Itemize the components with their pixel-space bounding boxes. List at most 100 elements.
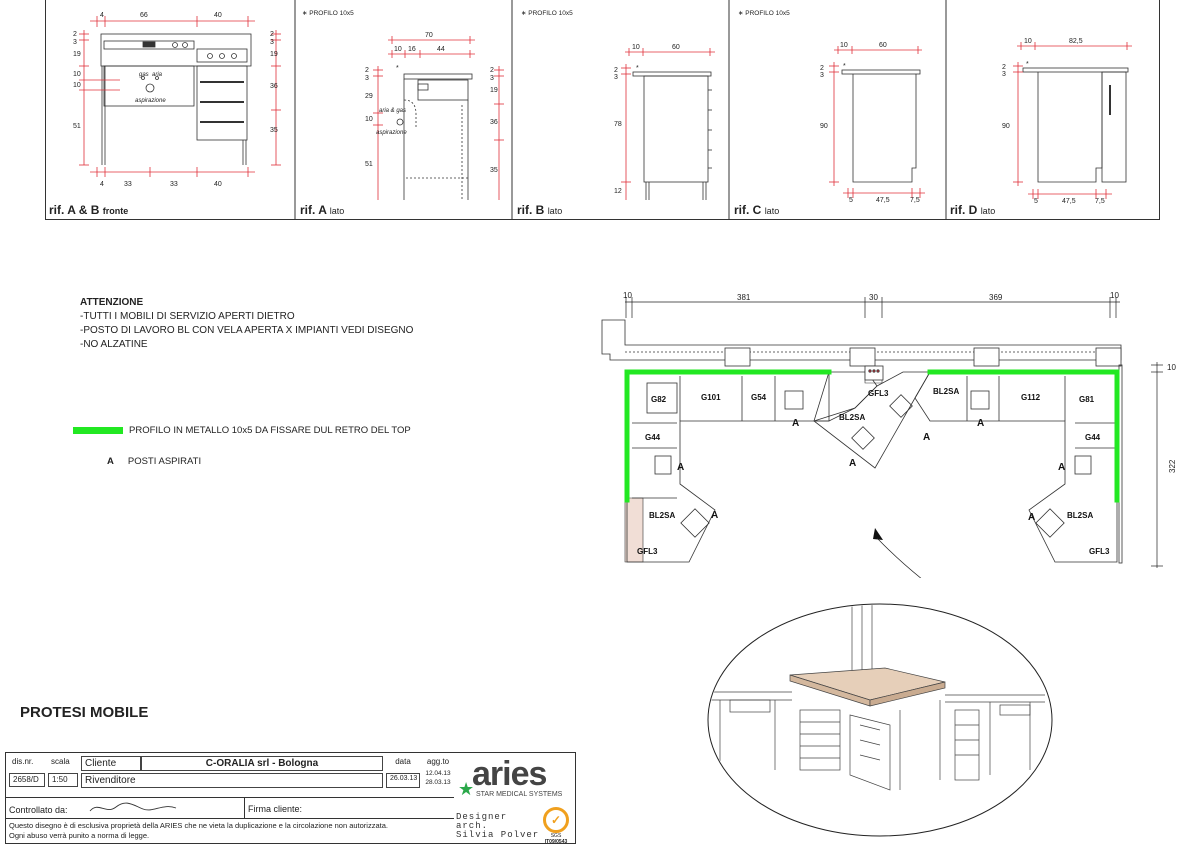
front-dim-right-1: 3 xyxy=(270,39,274,46)
front-dim-top-1: 66 xyxy=(140,12,148,19)
side-a-dim-1: 10 xyxy=(394,46,402,53)
front-dim-bottom-0: 4 xyxy=(100,181,104,188)
designer-credit: Designer arch. Silvia Polver xyxy=(456,813,539,840)
floor-plan: 10 381 30 369 10 10 322 xyxy=(601,291,1177,578)
panel-label-main: rif. A xyxy=(300,203,327,217)
side-d-bottom-2: 7,5 xyxy=(1095,198,1105,205)
controllato-label: Controllato da: xyxy=(9,805,68,815)
plan-a-marker: A xyxy=(1028,512,1035,523)
front-dim-top-0: 4 xyxy=(100,12,104,19)
cliente-label: Cliente xyxy=(81,756,141,771)
agg-value-2: 28.03.13 xyxy=(422,779,454,789)
side-b-dim-lines xyxy=(621,48,715,200)
panel-label-suffix: lato xyxy=(764,206,780,216)
panel-label-suffix: lato xyxy=(547,206,563,216)
plan-unit-g44-left: G44 xyxy=(645,433,661,442)
agg-value-1: 12.04.13 xyxy=(422,770,454,780)
notes-line: -NO ALZATINE xyxy=(80,339,148,350)
scala-label: scala xyxy=(48,756,78,770)
plan-dim-3: 369 xyxy=(989,293,1003,302)
panel-label-main: rif. A & B xyxy=(49,203,100,217)
panel-label-main: rif. D xyxy=(950,203,978,217)
side-a-aspirazione: aspirazione xyxy=(376,130,407,136)
panel-label-2: rif. B lato xyxy=(517,203,562,217)
side-b-left-1: 3 xyxy=(614,74,618,81)
front-dim-right-2: 19 xyxy=(270,51,278,58)
plan-unit-g101: G101 xyxy=(701,393,721,402)
side-c-dim-1: 60 xyxy=(879,42,887,49)
side-a-left-4: 51 xyxy=(365,161,373,168)
front-dim-left-3: 10 xyxy=(73,71,81,78)
side-b-left-3: 12 xyxy=(614,188,622,195)
side-c-bottom-1: 47,5 xyxy=(876,197,890,204)
legend-profilo-text: PROFILO IN METALLO 10x5 DA FISSARE DUL R… xyxy=(129,425,411,436)
legend-a-text: POSTI ASPIRATI xyxy=(127,456,202,467)
top-elevations-frame xyxy=(45,0,1160,220)
brand-subtitle: STAR MEDICAL SYSTEMS xyxy=(476,791,563,798)
side-d-dim-texts: 10 82,5 2 3 90 5 47,5 7,5 * xyxy=(1002,38,1105,205)
front-dim-top-2: 40 xyxy=(214,12,222,19)
side-a-left-1: 3 xyxy=(365,75,369,82)
plan-a-marker: A xyxy=(923,432,930,443)
panel-label-main: rif. B xyxy=(517,203,545,217)
designer-line-2: arch. xyxy=(456,821,489,831)
title-block: dis.nr. 2658/D scala 1:50 Cliente C-ORAL… xyxy=(5,752,576,845)
plan-a-marker: A xyxy=(849,458,856,469)
front-dim-left-5: 51 xyxy=(73,123,81,130)
notes-title: ATTENZIONE xyxy=(80,297,144,308)
front-aria-label: aria xyxy=(152,72,163,78)
signature-row: Controllato da: Firma cliente: xyxy=(6,797,454,819)
side-a-star: * xyxy=(396,65,399,72)
legend-aspirati: A POSTI ASPIRATI xyxy=(107,456,201,467)
side-a-elevation xyxy=(396,73,473,200)
panel-label-suffix: lato xyxy=(980,206,996,216)
side-a-right-3: 36 xyxy=(490,119,498,126)
cliente-value: C-ORALIA srl - Bologna xyxy=(141,756,383,771)
star-icon: ★ xyxy=(458,779,475,799)
front-dim-left-4: 10 xyxy=(73,82,81,89)
plan-dim-4: 10 xyxy=(1110,291,1119,300)
plan-unit-bl2sa-left: BL2SA xyxy=(649,511,675,520)
plan-unit-gfl3-right: GFL3 xyxy=(1089,547,1110,556)
plan-unit-bl2sa-center: BL2SA xyxy=(839,413,865,422)
side-c-star: * xyxy=(843,63,846,70)
side-c-bottom-2: 7,5 xyxy=(910,197,920,204)
profilo-note-3: ∗ PROFILO 10x5 xyxy=(738,10,790,17)
perspective-view xyxy=(707,603,1053,837)
panel-label-main: rif. C xyxy=(734,203,762,217)
front-gas-label: gas xyxy=(139,72,149,78)
side-a-right-4: 35 xyxy=(490,167,498,174)
plan-dim-right-0: 10 xyxy=(1167,363,1176,372)
plan-unit-gfl3-left: GFL3 xyxy=(637,547,658,556)
front-dim-right-0: 2 xyxy=(270,31,274,38)
side-a-left-3: 10 xyxy=(365,116,373,123)
side-d-left-1: 3 xyxy=(1002,71,1006,78)
designer-line-1: Designer xyxy=(456,812,508,822)
side-a-aria-gas: aria & gas xyxy=(379,108,406,114)
plan-a-marker: A xyxy=(792,418,799,429)
side-a-dim-2: 16 xyxy=(408,46,416,53)
brand-logo: aries ★ STAR MEDICAL SYSTEMS xyxy=(458,757,573,799)
side-d-dim-1: 82,5 xyxy=(1069,38,1083,45)
data-value: 26.03.13 xyxy=(386,773,420,788)
dis-nr-label: dis.nr. xyxy=(9,756,45,770)
front-dim-left-1: 3 xyxy=(73,39,77,46)
project-title: PROTESI MOBILE xyxy=(20,704,149,721)
notes-line: -TUTTI I MOBILI DI SERVIZIO APERTI DIETR… xyxy=(80,311,295,322)
front-elevation xyxy=(100,33,252,165)
side-c-bottom-0: 5 xyxy=(849,197,853,204)
plan-unit-g54: G54 xyxy=(751,393,767,402)
plan-a-marker: A xyxy=(977,418,984,429)
dis-nr-value: 2658/D xyxy=(9,773,45,787)
side-c-left-2: 90 xyxy=(820,123,828,130)
plan-dim-right-1: 322 xyxy=(1168,459,1177,473)
front-dim-right-3: 36 xyxy=(270,83,278,90)
panel-label-1: rif. A lato xyxy=(300,203,344,217)
cert-badge: ✓ SGS IT09/0543 xyxy=(539,807,573,845)
plan-a-marker: A xyxy=(1058,462,1065,473)
front-dim-left-0: 2 xyxy=(73,31,77,38)
front-dim-bottom-1: 33 xyxy=(124,181,132,188)
front-dim-texts: 4 66 40 4 33 33 40 2 3 19 10 10 51 2 3 1… xyxy=(73,12,278,188)
plan-a-marker: A xyxy=(711,510,718,521)
panel-label-suffix: lato xyxy=(329,206,345,216)
